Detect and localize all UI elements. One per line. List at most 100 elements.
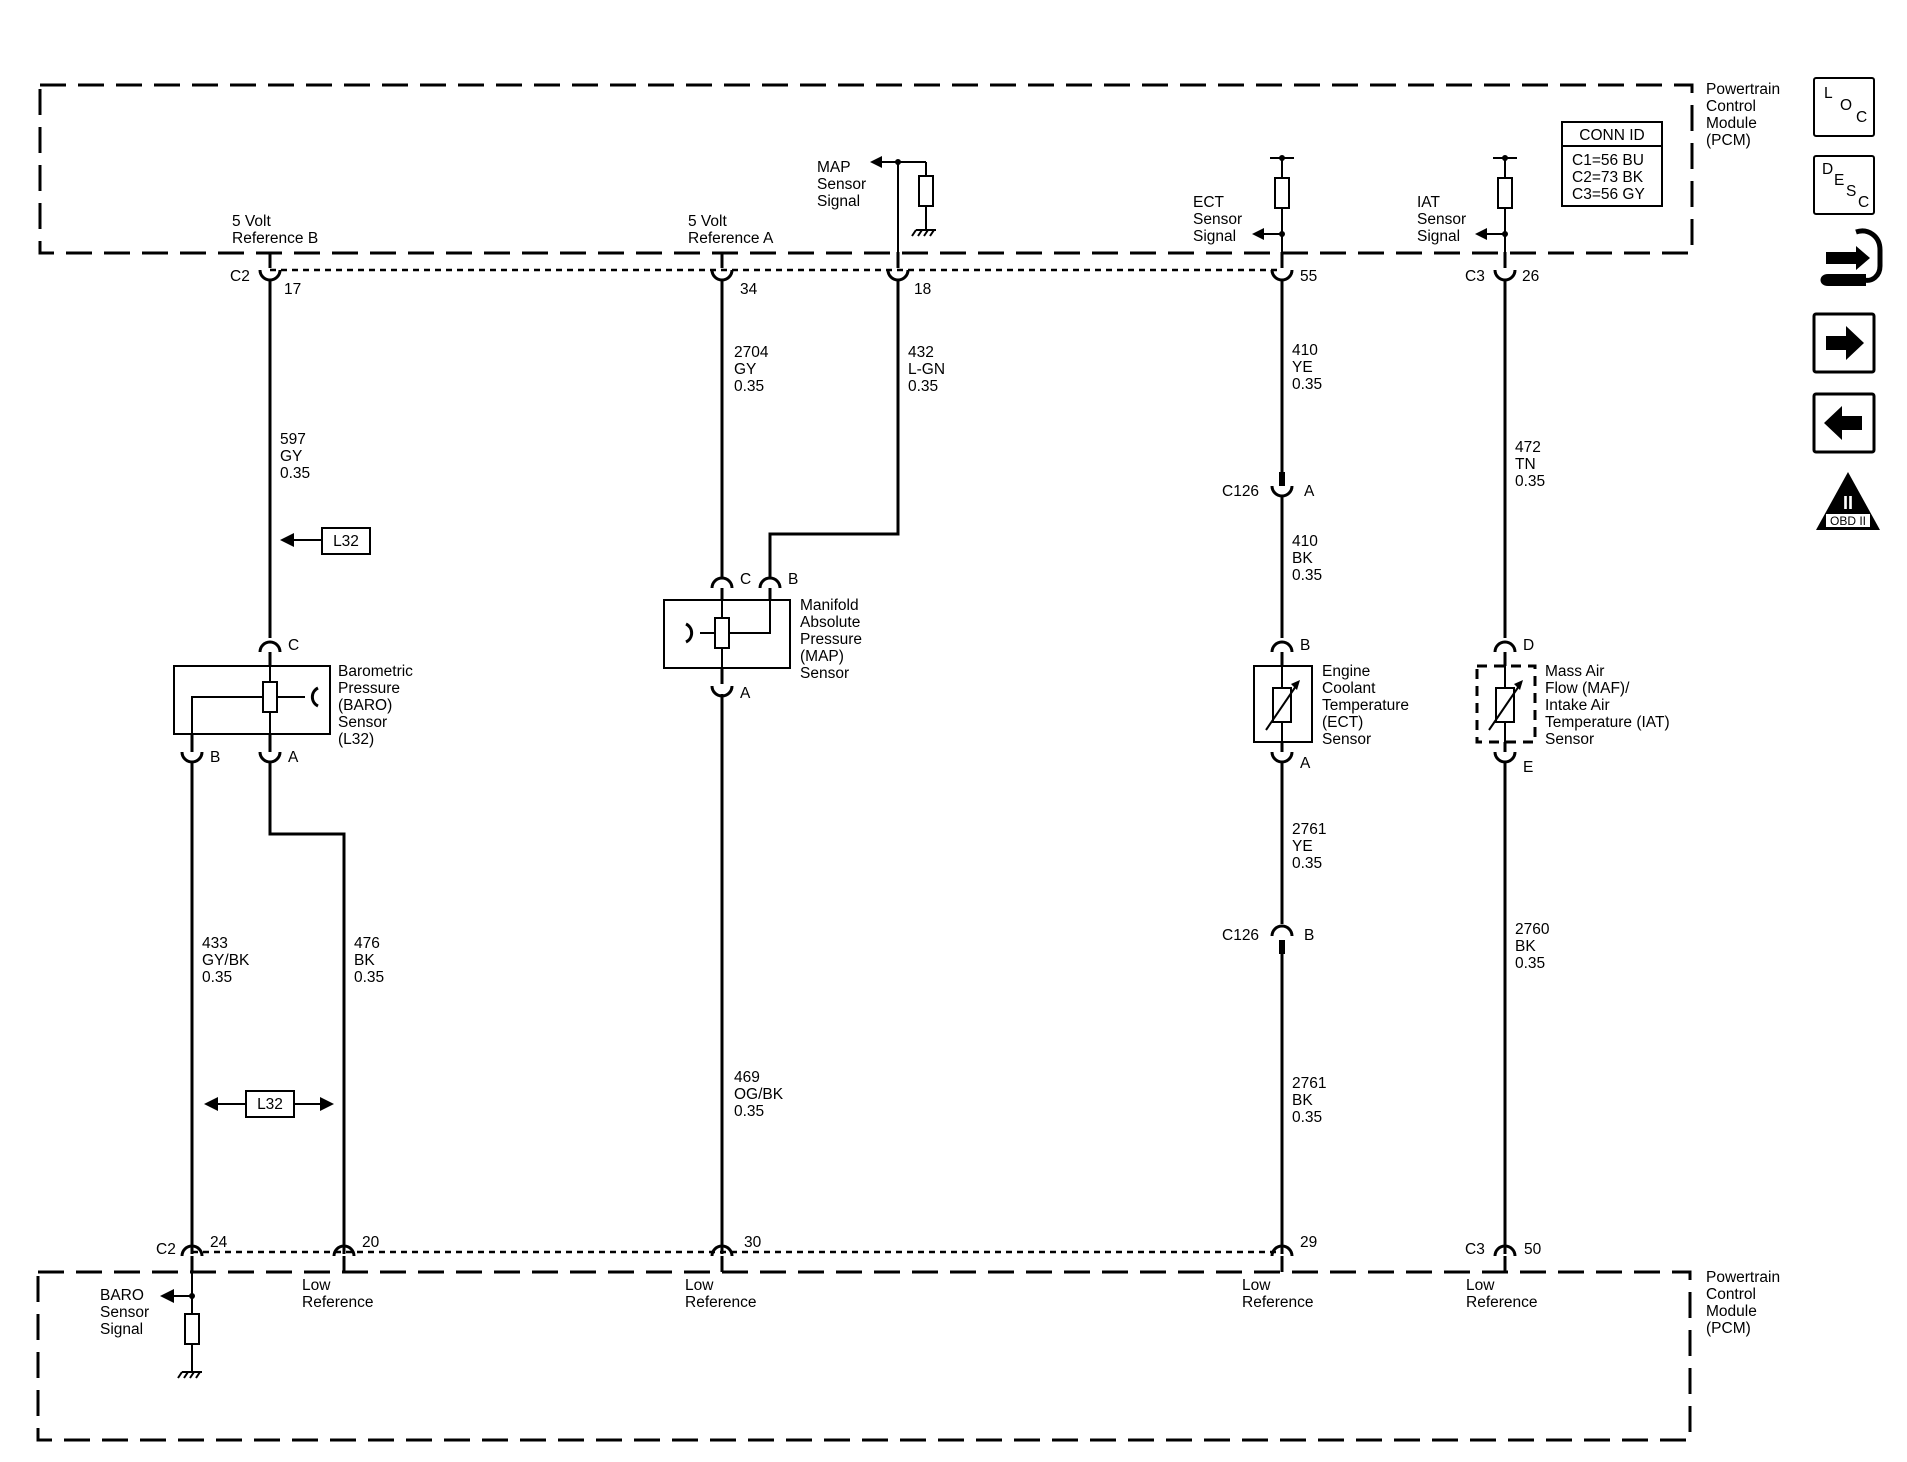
maf-iat-circuit: 472 TN 0.35 D Mass Air Flow (MAF)/ Intak… <box>1475 280 1674 1254</box>
c126-bottom-label: C126 <box>1222 927 1259 944</box>
arrow-left-icon <box>1824 406 1862 440</box>
obd-ii-badge[interactable]: II OBD II <box>1816 472 1880 530</box>
bottom-connector-pins: C2 24 20 30 29 C3 50 <box>156 1234 1542 1272</box>
wire-476-label: 476 BK 0.35 <box>354 935 384 986</box>
pin-50: 50 <box>1524 1241 1542 1258</box>
baro-sensor-element <box>262 681 278 713</box>
wire-410-bk-label: 410 BK 0.35 <box>1292 533 1322 584</box>
pin-26: 26 <box>1522 268 1539 285</box>
loc-button[interactable]: L O C <box>1813 77 1875 137</box>
c126-top-label: C126 <box>1222 483 1259 500</box>
next-page-button[interactable] <box>1812 312 1876 374</box>
maf-iat-sensor-label: Mass Air Flow (MAF)/ Intake Air Temperat… <box>1545 663 1674 748</box>
l32-option-tag-top <box>321 527 371 555</box>
c126-top-terminal-a: A <box>1304 483 1315 500</box>
baro-terminal-a: A <box>288 749 299 766</box>
map-signal-label: MAP Sensor Signal <box>817 159 870 210</box>
desc-icon-c: C <box>1858 194 1869 211</box>
baro-terminal-b: B <box>210 749 220 766</box>
conn-id-lines: C1=56 BU C2=73 BK C3=56 GY <box>1572 152 1648 203</box>
pin-18: 18 <box>914 281 931 298</box>
baro-circuit: 597 GY 0.35 L32 C Barometric Pressure (B… <box>173 280 417 1254</box>
pcm-bottom-module: Powertrain Control Module (PCM) BARO Sen… <box>36 1269 1784 1442</box>
ect-sensor-label: Engine Coolant Temperature (ECT) Sensor <box>1322 663 1413 748</box>
desc-icon: D <box>1822 161 1833 178</box>
obd-ii-text: OBD II <box>1830 514 1866 528</box>
wire-472-label: 472 TN 0.35 <box>1515 439 1545 490</box>
low-ref-label-2: Low Reference <box>685 1277 757 1311</box>
wire-432-label: 432 L-GN 0.35 <box>908 344 949 395</box>
pcm-top-module: Powertrain Control Module (PCM) <box>38 81 1784 255</box>
loc-icon: L <box>1824 85 1833 102</box>
previous-page-button[interactable] <box>1812 392 1876 454</box>
loc-icon-o: O <box>1840 97 1852 114</box>
service-button[interactable] <box>1820 228 1883 286</box>
low-ref-label-4: Low Reference <box>1466 1277 1538 1311</box>
iat-pullup-resistor <box>1497 177 1513 209</box>
top-connector-pins: C2 17 34 18 55 C3 26 <box>230 252 1539 298</box>
pin-30: 30 <box>744 1234 762 1251</box>
ect-terminal-b: B <box>1300 637 1310 654</box>
l32-option-text-top: L32 <box>333 533 359 550</box>
wire-2704-label: 2704 GY 0.35 <box>734 344 773 395</box>
baro-sensor-body <box>173 665 331 735</box>
c3-bottom-label: C3 <box>1465 1241 1485 1258</box>
pin-24: 24 <box>210 1234 228 1251</box>
pin-34: 34 <box>740 281 758 298</box>
desc-icon-e: E <box>1834 172 1844 189</box>
desc-button[interactable]: D E S C <box>1813 155 1875 215</box>
ect-internal-circuit <box>1252 155 1294 252</box>
map-pullup-resistor <box>918 175 934 207</box>
wire-410-ye-label: 410 YE 0.35 <box>1292 342 1322 393</box>
conn-id-title: CONN ID <box>1579 127 1644 144</box>
ect-terminal-a: A <box>1300 755 1311 772</box>
obd-ii-numeral: II <box>1843 493 1853 513</box>
map-sensor-element <box>714 617 730 649</box>
wire-2760-label: 2760 BK 0.35 <box>1515 921 1554 972</box>
ect-pullup-resistor <box>1274 177 1290 209</box>
iat-signal-label: IAT Sensor Signal <box>1417 194 1470 245</box>
wire-2761-bk-label: 2761 BK 0.35 <box>1292 1075 1331 1126</box>
pin-17: 17 <box>284 281 301 298</box>
pcm-top-label: Powertrain Control Module (PCM) <box>1706 81 1784 149</box>
baro-sensor-label: Barometric Pressure (BARO) Sensor (L32) <box>338 663 417 748</box>
l32-option-tag-bottom <box>245 1090 295 1118</box>
arrow-right-icon <box>1826 326 1864 360</box>
wire-469-label: 469 OG/BK 0.35 <box>734 1069 787 1120</box>
map-internal-circuit <box>870 156 936 252</box>
map-terminal-a: A <box>740 685 751 702</box>
wrench-hand-icon <box>1820 228 1883 286</box>
ect-signal-label: ECT Sensor Signal <box>1193 194 1246 245</box>
map-sensor-label: Manifold Absolute Pressure (MAP) Sensor <box>800 597 866 682</box>
map-terminal-c: C <box>740 571 751 588</box>
pcm-bottom-boundary <box>36 1270 1692 1442</box>
baro-terminal-c: C <box>288 637 299 654</box>
desc-icon-s: S <box>1846 183 1856 200</box>
c3-top-label: C3 <box>1465 268 1485 285</box>
ref-a-label: 5 Volt Reference A <box>688 213 774 247</box>
pin-29: 29 <box>1300 1234 1317 1251</box>
pcm-top-boundary <box>38 83 1694 255</box>
baro-pulldown-resistor <box>184 1313 200 1345</box>
maf-terminal-d: D <box>1523 637 1534 654</box>
low-ref-label-3: Low Reference <box>1242 1277 1314 1311</box>
wire-2761-ye-label: 2761 YE 0.35 <box>1292 821 1331 872</box>
iat-internal-circuit <box>1475 155 1517 252</box>
wire-433-label: 433 GY/BK 0.35 <box>202 935 254 986</box>
baro-signal-label: BARO Sensor Signal <box>100 1287 153 1338</box>
conn-id-frame <box>1561 121 1663 207</box>
maf-terminal-e: E <box>1523 759 1533 776</box>
wire-597-label: 597 GY 0.35 <box>280 431 310 482</box>
map-terminal-b: B <box>788 571 798 588</box>
c2-top-label: C2 <box>230 268 250 285</box>
loc-icon-c: C <box>1856 109 1867 126</box>
l32-option-text-bottom: L32 <box>257 1096 283 1113</box>
ref-b-label: 5 Volt Reference B <box>232 213 318 247</box>
ect-circuit: 410 YE 0.35 C126 A 410 BK 0.35 B Engine … <box>1222 280 1413 1254</box>
conn-id-box: CONN ID C1=56 BU C2=73 BK C3=56 GY <box>1561 121 1663 207</box>
map-circuit: 2704 GY 0.35 432 L-GN 0.35 C B Manifold … <box>663 280 949 1254</box>
low-ref-label-1: Low Reference <box>302 1277 374 1311</box>
pcm-bottom-label: Powertrain Control Module (PCM) <box>1706 1269 1784 1337</box>
c2-bottom-label: C2 <box>156 1241 176 1258</box>
